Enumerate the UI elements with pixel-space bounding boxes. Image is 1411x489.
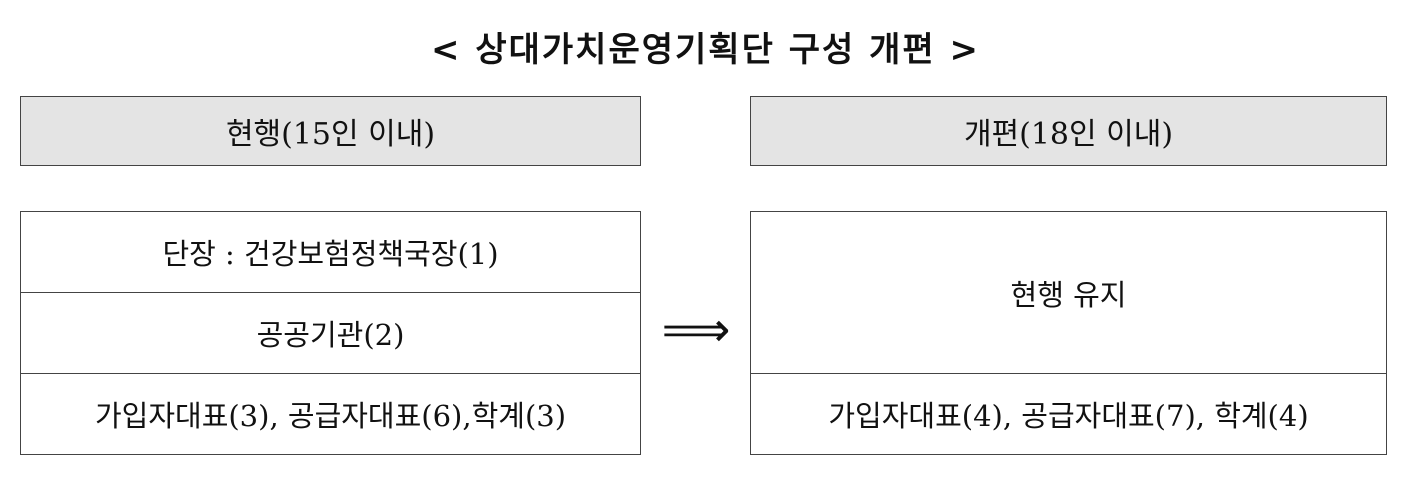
revised-row-maintain-label: 현행 유지 <box>1010 277 1127 312</box>
current-header-label: 현행(15인 이내) <box>225 117 436 152</box>
revised-header: 개편(18인 이내) <box>750 96 1387 166</box>
current-row-representatives: 가입자대표(3), 공급자대표(6),학계(3) <box>21 374 640 454</box>
current-row-public-institutions: 공공기관(2) <box>21 293 640 374</box>
current-row-chair: 단장 : 건강보험정책국장(1) <box>21 212 640 293</box>
current-row-chair-label: 단장 : 건강보험정책국장(1) <box>162 237 499 271</box>
revised-row-representatives-label: 가입자대표(4), 공급자대표(7), 학계(4) <box>828 399 1309 433</box>
current-header: 현행(15인 이내) <box>20 96 641 166</box>
diagram-title: < 상대가치운영기획단 구성 개편 > <box>431 30 980 70</box>
revised-row-representatives: 가입자대표(4), 공급자대표(7), 학계(4) <box>751 374 1386 454</box>
current-row-public-institutions-label: 공공기관(2) <box>256 318 405 352</box>
revised-composition-table: 현행 유지 가입자대표(4), 공급자대표(7), 학계(4) <box>750 211 1387 455</box>
revised-row-maintain: 현행 유지 <box>751 212 1386 374</box>
double-arrow-icon: ⟹ <box>661 302 731 358</box>
current-composition-table: 단장 : 건강보험정책국장(1) 공공기관(2) 가입자대표(3), 공급자대표… <box>20 211 641 455</box>
revised-header-label: 개편(18인 이내) <box>963 117 1174 152</box>
current-row-representatives-label: 가입자대표(3), 공급자대표(6),학계(3) <box>94 399 567 433</box>
